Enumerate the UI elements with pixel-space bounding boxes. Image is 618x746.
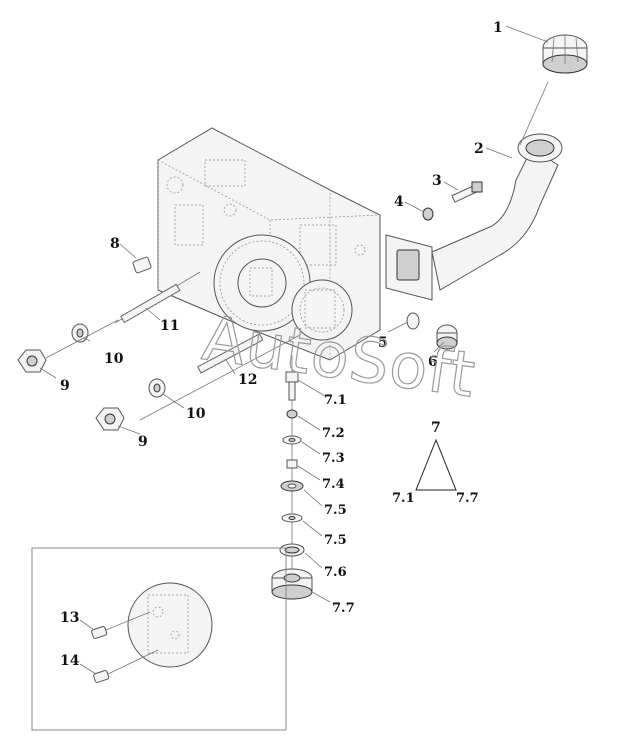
washer-10-upper xyxy=(71,323,89,343)
label-7-7: 7.7 xyxy=(332,601,355,616)
label-10-upper: 10 xyxy=(104,351,124,367)
label-14: 14 xyxy=(60,653,80,669)
washer-10-lower xyxy=(148,378,166,398)
bolt-7-1 xyxy=(285,371,299,401)
label-11: 11 xyxy=(160,318,179,334)
label-7-4: 7.4 xyxy=(322,477,345,492)
washer-4 xyxy=(422,207,434,221)
label-1: 1 xyxy=(493,20,503,36)
filler-cap xyxy=(542,34,588,74)
label-7-5a: 7.5 xyxy=(324,503,347,518)
label-12: 12 xyxy=(238,372,257,388)
label-6: 6 xyxy=(428,354,438,370)
nut-9-lower xyxy=(95,407,125,431)
label-4: 4 xyxy=(394,194,404,210)
legend-right-label: 7.7 xyxy=(456,491,479,506)
label-2: 2 xyxy=(474,141,484,157)
label-7-5b: 7.5 xyxy=(324,533,347,548)
label-5: 5 xyxy=(378,335,388,351)
label-7-3: 7.3 xyxy=(322,451,345,466)
label-7-2: 7.2 xyxy=(322,426,345,441)
part-labels: 1 2 3 4 5 6 8 11 10 9 12 10 9 7.1 7.2 7.… xyxy=(60,20,503,669)
label-3: 3 xyxy=(432,173,442,189)
label-7-1: 7.1 xyxy=(324,393,347,408)
washer-7-2 xyxy=(286,409,298,419)
assembly-legend xyxy=(415,438,457,491)
legend-left-label: 7.1 xyxy=(392,491,415,506)
filler-pipe xyxy=(385,133,563,301)
label-8: 8 xyxy=(110,236,120,252)
label-13: 13 xyxy=(60,610,79,626)
leader-lines xyxy=(39,25,549,675)
plug-6 xyxy=(436,324,458,350)
label-9-lower: 9 xyxy=(138,434,148,450)
housing-7-7 xyxy=(271,568,313,600)
ring-7-6 xyxy=(279,543,305,557)
pin-8 xyxy=(132,256,152,274)
bolt-3 xyxy=(451,181,483,203)
washer-7-3 xyxy=(282,435,302,445)
gearbox-housing xyxy=(157,127,381,361)
bushing-7-4 xyxy=(286,459,298,469)
legend-top-label: 7 xyxy=(431,420,441,436)
nut-9-upper xyxy=(17,349,47,373)
detail-inset xyxy=(31,547,287,731)
stud-12 xyxy=(139,333,301,421)
seal-ring-5 xyxy=(406,312,420,330)
label-10-lower: 10 xyxy=(186,406,206,422)
washer-7-5a xyxy=(280,480,304,492)
stud-11 xyxy=(114,271,201,324)
washer-7-5b xyxy=(281,513,303,523)
label-9-upper: 9 xyxy=(60,378,70,394)
label-7-6: 7.6 xyxy=(324,565,347,580)
